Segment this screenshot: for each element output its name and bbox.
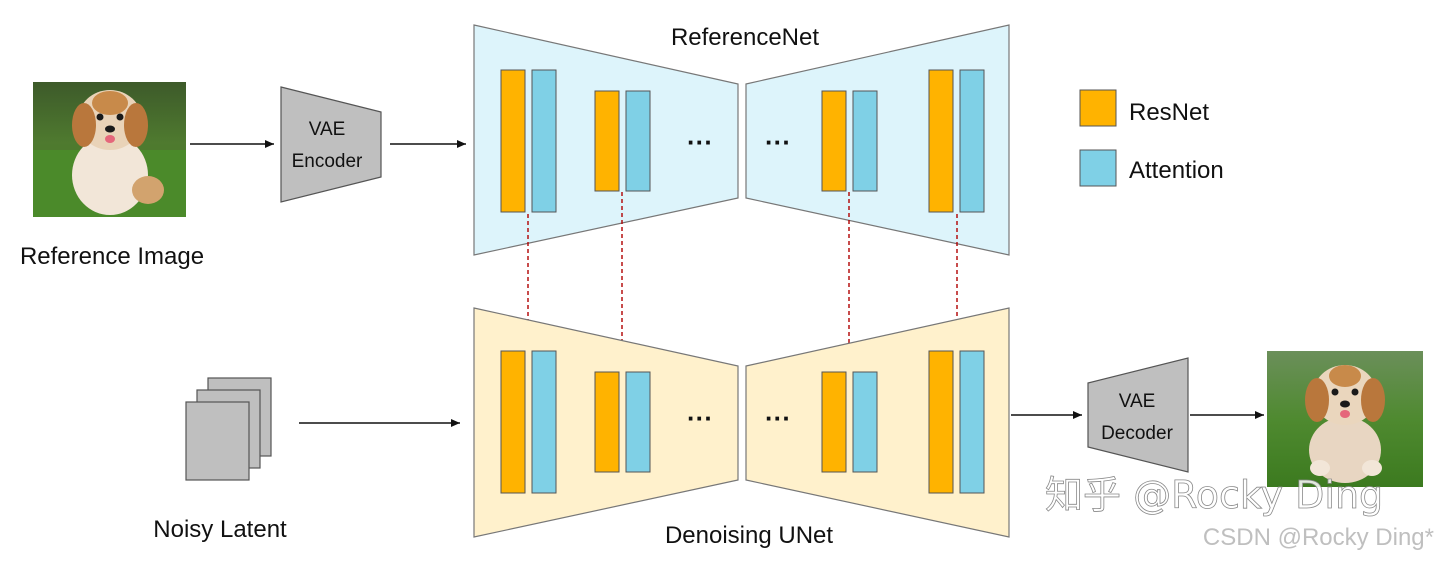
noisy-latent-label: Noisy Latent <box>153 516 287 543</box>
vae-decoder-line2: Decoder <box>1101 423 1173 444</box>
ref-ellipsis-right: ··· <box>765 127 791 157</box>
unet-blocks <box>500 350 985 494</box>
unet-resnet-block-1 <box>500 350 526 494</box>
reference-net-label: ReferenceNet <box>671 24 819 51</box>
vae-encoder-line1: VAE <box>309 119 346 140</box>
unet-resnet-block-3 <box>821 371 847 473</box>
ref-attention-block-3 <box>852 90 878 192</box>
ref-resnet-block-3 <box>821 90 847 192</box>
output-image <box>1267 351 1423 487</box>
reference-net-blocks <box>500 69 985 213</box>
watermark-csdn: CSDN @Rocky Ding* <box>1203 524 1434 551</box>
legend-attention-label: Attention <box>1129 157 1224 184</box>
vae-encoder-line2: Encoder <box>292 151 363 172</box>
watermark-zhihu: 知乎 @Rocky Ding <box>1045 473 1383 517</box>
reference-image-label: Reference Image <box>20 243 204 270</box>
ref-resnet-block-2 <box>594 90 620 192</box>
legend: ResNet Attention <box>1079 89 1224 187</box>
unet-ellipsis-right: ··· <box>765 403 791 433</box>
vae-encoder: VAE Encoder <box>280 86 382 203</box>
ref-attention-block-2 <box>625 90 651 192</box>
unet-attention-block-3 <box>852 371 878 473</box>
ref-attention-block-1 <box>531 69 557 213</box>
ref-resnet-block-4 <box>928 69 954 213</box>
legend-resnet-label: ResNet <box>1129 99 1209 126</box>
denoising-unet-label: Denoising UNet <box>665 522 833 549</box>
vae-decoder: VAE Decoder <box>1087 357 1189 473</box>
noisy-latent-stack <box>185 377 272 481</box>
unet-ellipsis-left: ··· <box>687 403 713 433</box>
ref-resnet-block-1 <box>500 69 526 213</box>
vae-decoder-line1: VAE <box>1119 391 1156 412</box>
reference-image <box>33 82 186 217</box>
legend-attention-swatch <box>1079 149 1117 187</box>
unet-resnet-block-4 <box>928 350 954 494</box>
unet-attention-block-2 <box>625 371 651 473</box>
unet-resnet-block-2 <box>594 371 620 473</box>
ref-ellipsis-left: ··· <box>687 127 713 157</box>
unet-attention-block-1 <box>531 350 557 494</box>
unet-attention-block-4 <box>959 350 985 494</box>
ref-attention-block-4 <box>959 69 985 213</box>
legend-resnet-swatch <box>1079 89 1117 127</box>
injection-arrows <box>524 192 961 368</box>
